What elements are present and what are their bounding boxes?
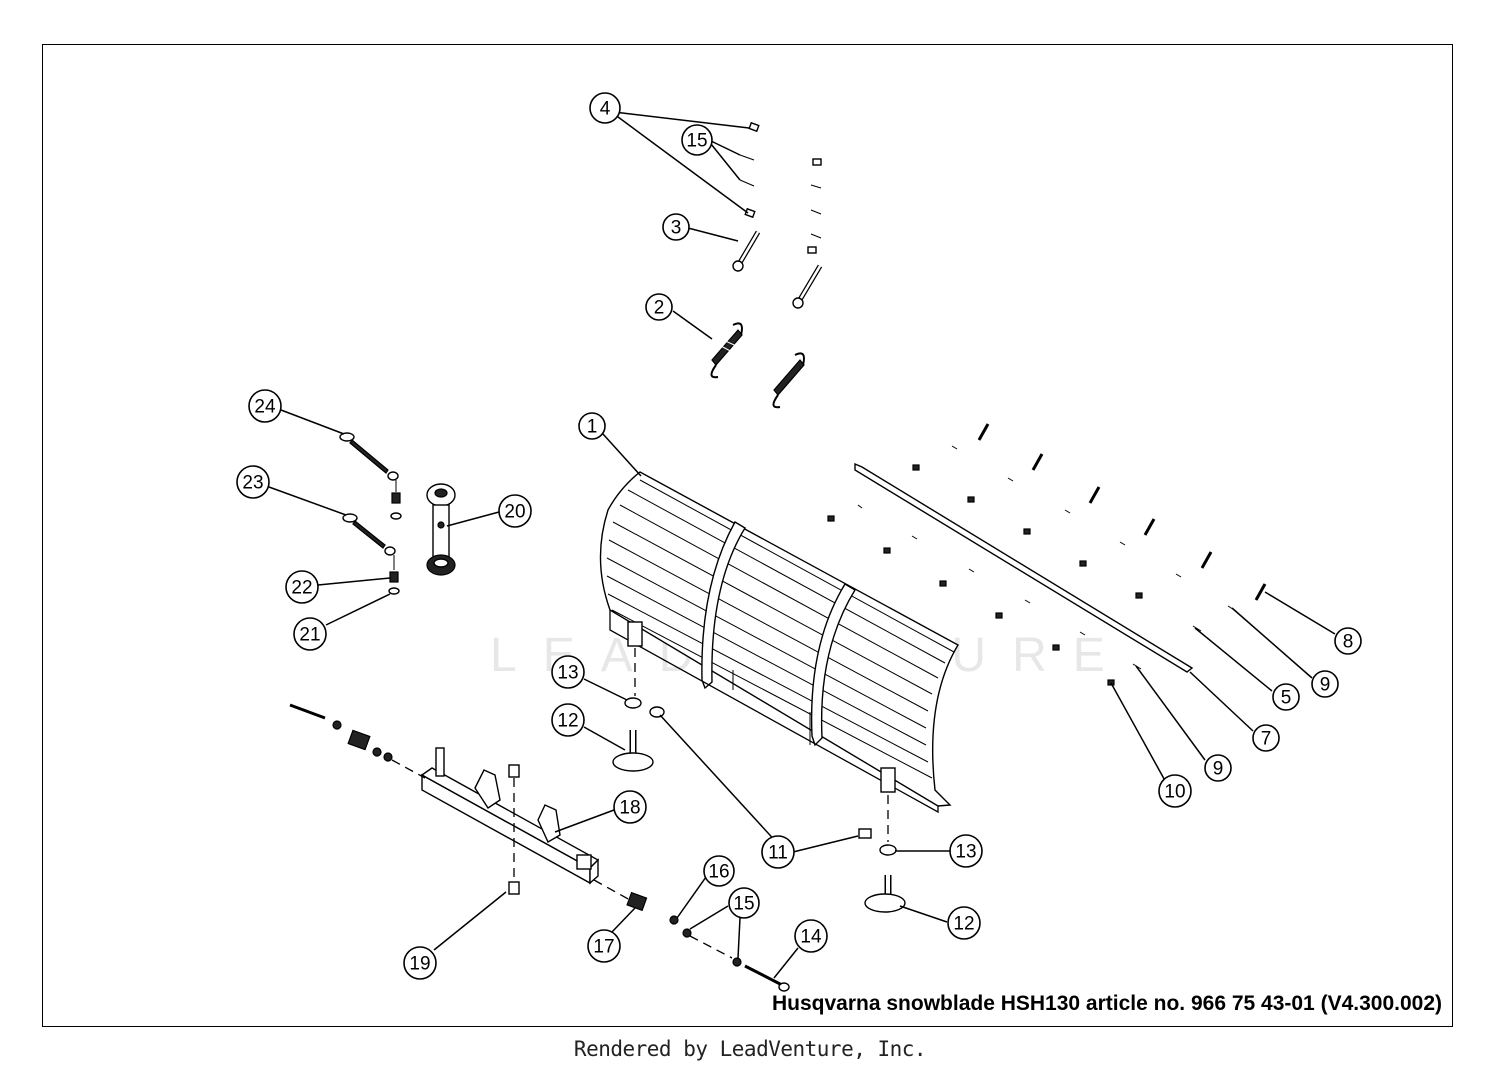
- callout-23: 23: [236, 465, 270, 499]
- skid-shoe-right: [864, 767, 906, 913]
- svg-text:8: 8: [1343, 632, 1354, 653]
- callout-2: 2: [645, 293, 673, 321]
- callout-8: 8: [1334, 627, 1362, 655]
- cutting-edge: [827, 423, 1267, 686]
- skid-shoe-left: [612, 621, 654, 772]
- svg-text:5: 5: [1281, 688, 1292, 709]
- callout-20: 20: [498, 494, 532, 528]
- callout-21: 21: [293, 617, 327, 651]
- callout-11: 11: [761, 835, 795, 869]
- svg-text:24: 24: [254, 397, 276, 418]
- svg-text:16: 16: [708, 862, 729, 883]
- svg-text:17: 17: [593, 937, 614, 958]
- callout-1: 1: [578, 412, 606, 440]
- diagram-caption: Husqvarna snowblade HSH130 article no. 9…: [772, 992, 1442, 1015]
- svg-text:15: 15: [733, 894, 754, 915]
- spring-right: [772, 352, 805, 409]
- leader-lines: [268, 111, 1336, 979]
- svg-text:14: 14: [800, 927, 822, 948]
- svg-text:13: 13: [557, 663, 578, 684]
- svg-text:20: 20: [504, 502, 525, 523]
- footer-credit: Rendered by LeadVenture, Inc.: [573, 1037, 927, 1061]
- svg-text:22: 22: [291, 578, 312, 599]
- svg-text:23: 23: [242, 473, 263, 494]
- pin-11-right: [858, 828, 872, 839]
- callout-7: 7: [1252, 724, 1280, 752]
- svg-text:15: 15: [686, 131, 707, 152]
- callout-15-top: 15: [681, 124, 713, 156]
- pin-11-left: [649, 706, 665, 718]
- callout-13-left: 13: [551, 655, 585, 689]
- svg-text:9: 9: [1213, 759, 1224, 780]
- top-hardware: [710, 121, 823, 409]
- callout-5: 5: [1272, 683, 1300, 711]
- swivel-mount: [426, 483, 456, 576]
- svg-text:18: 18: [619, 798, 640, 819]
- svg-text:4: 4: [600, 99, 611, 120]
- callout-9-left: 9: [1204, 754, 1232, 782]
- svg-text:9: 9: [1320, 675, 1331, 696]
- snow-blade: [599, 471, 959, 814]
- svg-text:2: 2: [654, 298, 665, 319]
- svg-text:11: 11: [768, 843, 788, 864]
- svg-text:21: 21: [299, 625, 320, 646]
- svg-text:12: 12: [557, 711, 578, 732]
- svg-text:12: 12: [953, 914, 974, 935]
- blade-ribs: [606, 479, 955, 779]
- callout-13-right: 13: [949, 834, 983, 868]
- callout-22: 22: [285, 570, 319, 604]
- callout-9-right: 9: [1311, 670, 1339, 698]
- callout-10: 10: [1158, 774, 1192, 808]
- linkage-hardware: [339, 432, 456, 595]
- callout-24: 24: [248, 389, 282, 423]
- callout-17: 17: [587, 929, 621, 963]
- svg-text:19: 19: [409, 954, 430, 975]
- callout-15-bottom: 15: [728, 887, 760, 919]
- callout-19: 19: [403, 946, 437, 980]
- callout-4: 4: [589, 92, 621, 124]
- svg-text:3: 3: [671, 218, 682, 239]
- callout-16: 16: [703, 855, 735, 887]
- callout-12-left: 12: [551, 703, 585, 737]
- svg-text:1: 1: [587, 417, 598, 438]
- callout-18: 18: [613, 790, 647, 824]
- mounting-frame: [289, 703, 790, 992]
- edge-nuts: [827, 445, 1237, 686]
- svg-text:13: 13: [955, 842, 976, 863]
- callout-14: 14: [794, 919, 828, 953]
- edge-bolts: [977, 423, 1267, 601]
- svg-text:7: 7: [1261, 729, 1272, 750]
- spring-left: [710, 322, 743, 379]
- callout-12-right: 12: [947, 906, 981, 940]
- diagram-frame: [42, 44, 1453, 1027]
- callout-3: 3: [662, 213, 690, 241]
- svg-text:10: 10: [1164, 782, 1185, 803]
